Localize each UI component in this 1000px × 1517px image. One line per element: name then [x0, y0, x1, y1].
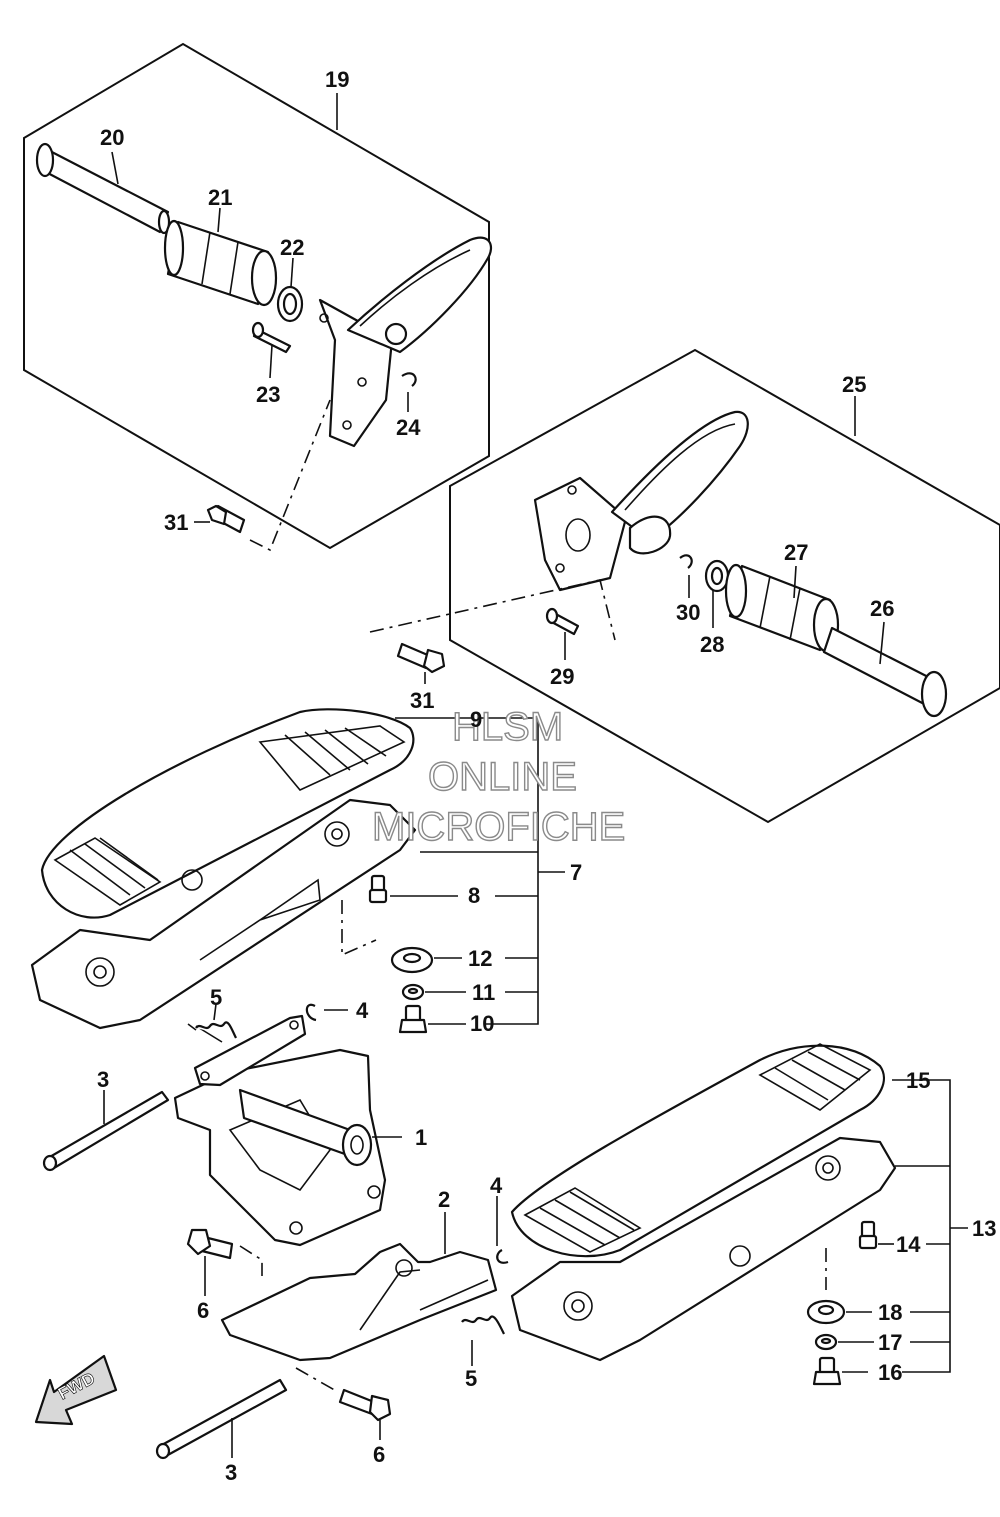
- watermark-line-2: ONLINE: [428, 755, 577, 799]
- leader-7: [395, 717, 539, 1025]
- callout-28: 28: [700, 632, 724, 657]
- bracket-25: [533, 410, 749, 592]
- pin-20: [35, 142, 171, 235]
- callout-6-upper: 6: [197, 1298, 209, 1323]
- clip-30: [679, 554, 693, 598]
- callout-24: 24: [396, 415, 421, 440]
- callout-8: 8: [468, 883, 480, 908]
- callout-15: 15: [906, 1068, 930, 1093]
- assembly-19-box: [23, 42, 490, 550]
- rubber-21: [163, 207, 278, 307]
- step-base-upper: [30, 798, 417, 1030]
- callout-labels: 19 20 21 22 23 24 31 25 27 26 30 28 29 3…: [97, 67, 996, 1485]
- mount-bracket-1: [173, 1048, 402, 1247]
- washer-28: [704, 559, 730, 628]
- callout-19: 19: [325, 67, 349, 92]
- leader-13: [892, 1079, 951, 1373]
- hinge-plate-upper: [193, 1014, 307, 1087]
- bolt-8: [341, 874, 458, 957]
- callout-14: 14: [896, 1232, 921, 1257]
- fwd-arrow-icon: FWD: [34, 1354, 118, 1426]
- callout-21: 21: [208, 185, 232, 210]
- callout-13: 13: [972, 1216, 996, 1241]
- watermark: HLSM ONLINE MICROFICHE: [371, 704, 626, 849]
- washer-17: [814, 1333, 874, 1351]
- clip-4-lower: [496, 1196, 509, 1264]
- clip-4-upper: [305, 1003, 348, 1022]
- bolt-6-upper: [186, 1228, 263, 1296]
- callout-7: 7: [570, 860, 582, 885]
- watermark-line-3: MICROFICHE: [372, 805, 625, 849]
- callout-5-lower: 5: [465, 1366, 477, 1391]
- callout-1: 1: [415, 1125, 427, 1150]
- callout-4-lower: 4: [490, 1173, 503, 1198]
- bolt-14: [825, 1220, 894, 1290]
- washer-18: [806, 1299, 872, 1325]
- callout-26: 26: [870, 596, 894, 621]
- callout-12: 12: [468, 946, 492, 971]
- callout-27: 27: [784, 540, 808, 565]
- pin-26: [822, 621, 948, 718]
- callout-5-upper: 5: [210, 985, 222, 1010]
- callout-23: 23: [256, 382, 280, 407]
- callout-17: 17: [878, 1330, 902, 1355]
- spring-5-upper: [187, 1003, 237, 1043]
- pin-29: [545, 607, 580, 660]
- callout-22: 22: [280, 235, 304, 260]
- bracket-2: [220, 1242, 498, 1362]
- callout-2: 2: [438, 1187, 450, 1212]
- clip-24: [401, 372, 417, 412]
- bolt-6-lower: [295, 1367, 392, 1440]
- callout-25: 25: [842, 372, 866, 397]
- washer-12: [390, 946, 462, 974]
- bolt-31-lower: [369, 579, 616, 684]
- callout-4-upper: 4: [356, 998, 369, 1023]
- bolt-31-top: [194, 399, 331, 552]
- callout-30: 30: [676, 600, 700, 625]
- callout-18: 18: [878, 1300, 902, 1325]
- callout-29: 29: [550, 664, 574, 689]
- watermark-line-1: HLSM: [452, 705, 563, 749]
- assembly-25-box: [449, 348, 1000, 824]
- callout-31-lower: 31: [410, 688, 434, 713]
- callout-11: 11: [472, 980, 495, 1005]
- rubber-27: [724, 563, 840, 653]
- rod-3-lower: [155, 1378, 288, 1460]
- callout-3-lower: 3: [225, 1460, 237, 1485]
- washer-11: [401, 983, 466, 1001]
- step-base-lower: [510, 1136, 897, 1362]
- step-pad-9: [40, 708, 415, 919]
- bolt-10: [398, 1004, 466, 1034]
- bracket-19: [318, 236, 493, 448]
- spring-5-lower: [461, 1315, 505, 1366]
- washer-22: [276, 257, 304, 323]
- rod-3-upper: [42, 1090, 170, 1172]
- callout-6-lower: 6: [373, 1442, 385, 1467]
- pin-23: [251, 321, 292, 379]
- bolt-16: [812, 1356, 868, 1386]
- step-pad-15: [510, 1043, 886, 1258]
- callout-10: 10: [470, 1011, 494, 1036]
- callout-3-upper: 3: [97, 1067, 109, 1092]
- callout-31-top: 31: [164, 510, 188, 535]
- callout-20: 20: [100, 125, 124, 150]
- callout-9: 9: [470, 707, 482, 732]
- callout-16: 16: [878, 1360, 902, 1385]
